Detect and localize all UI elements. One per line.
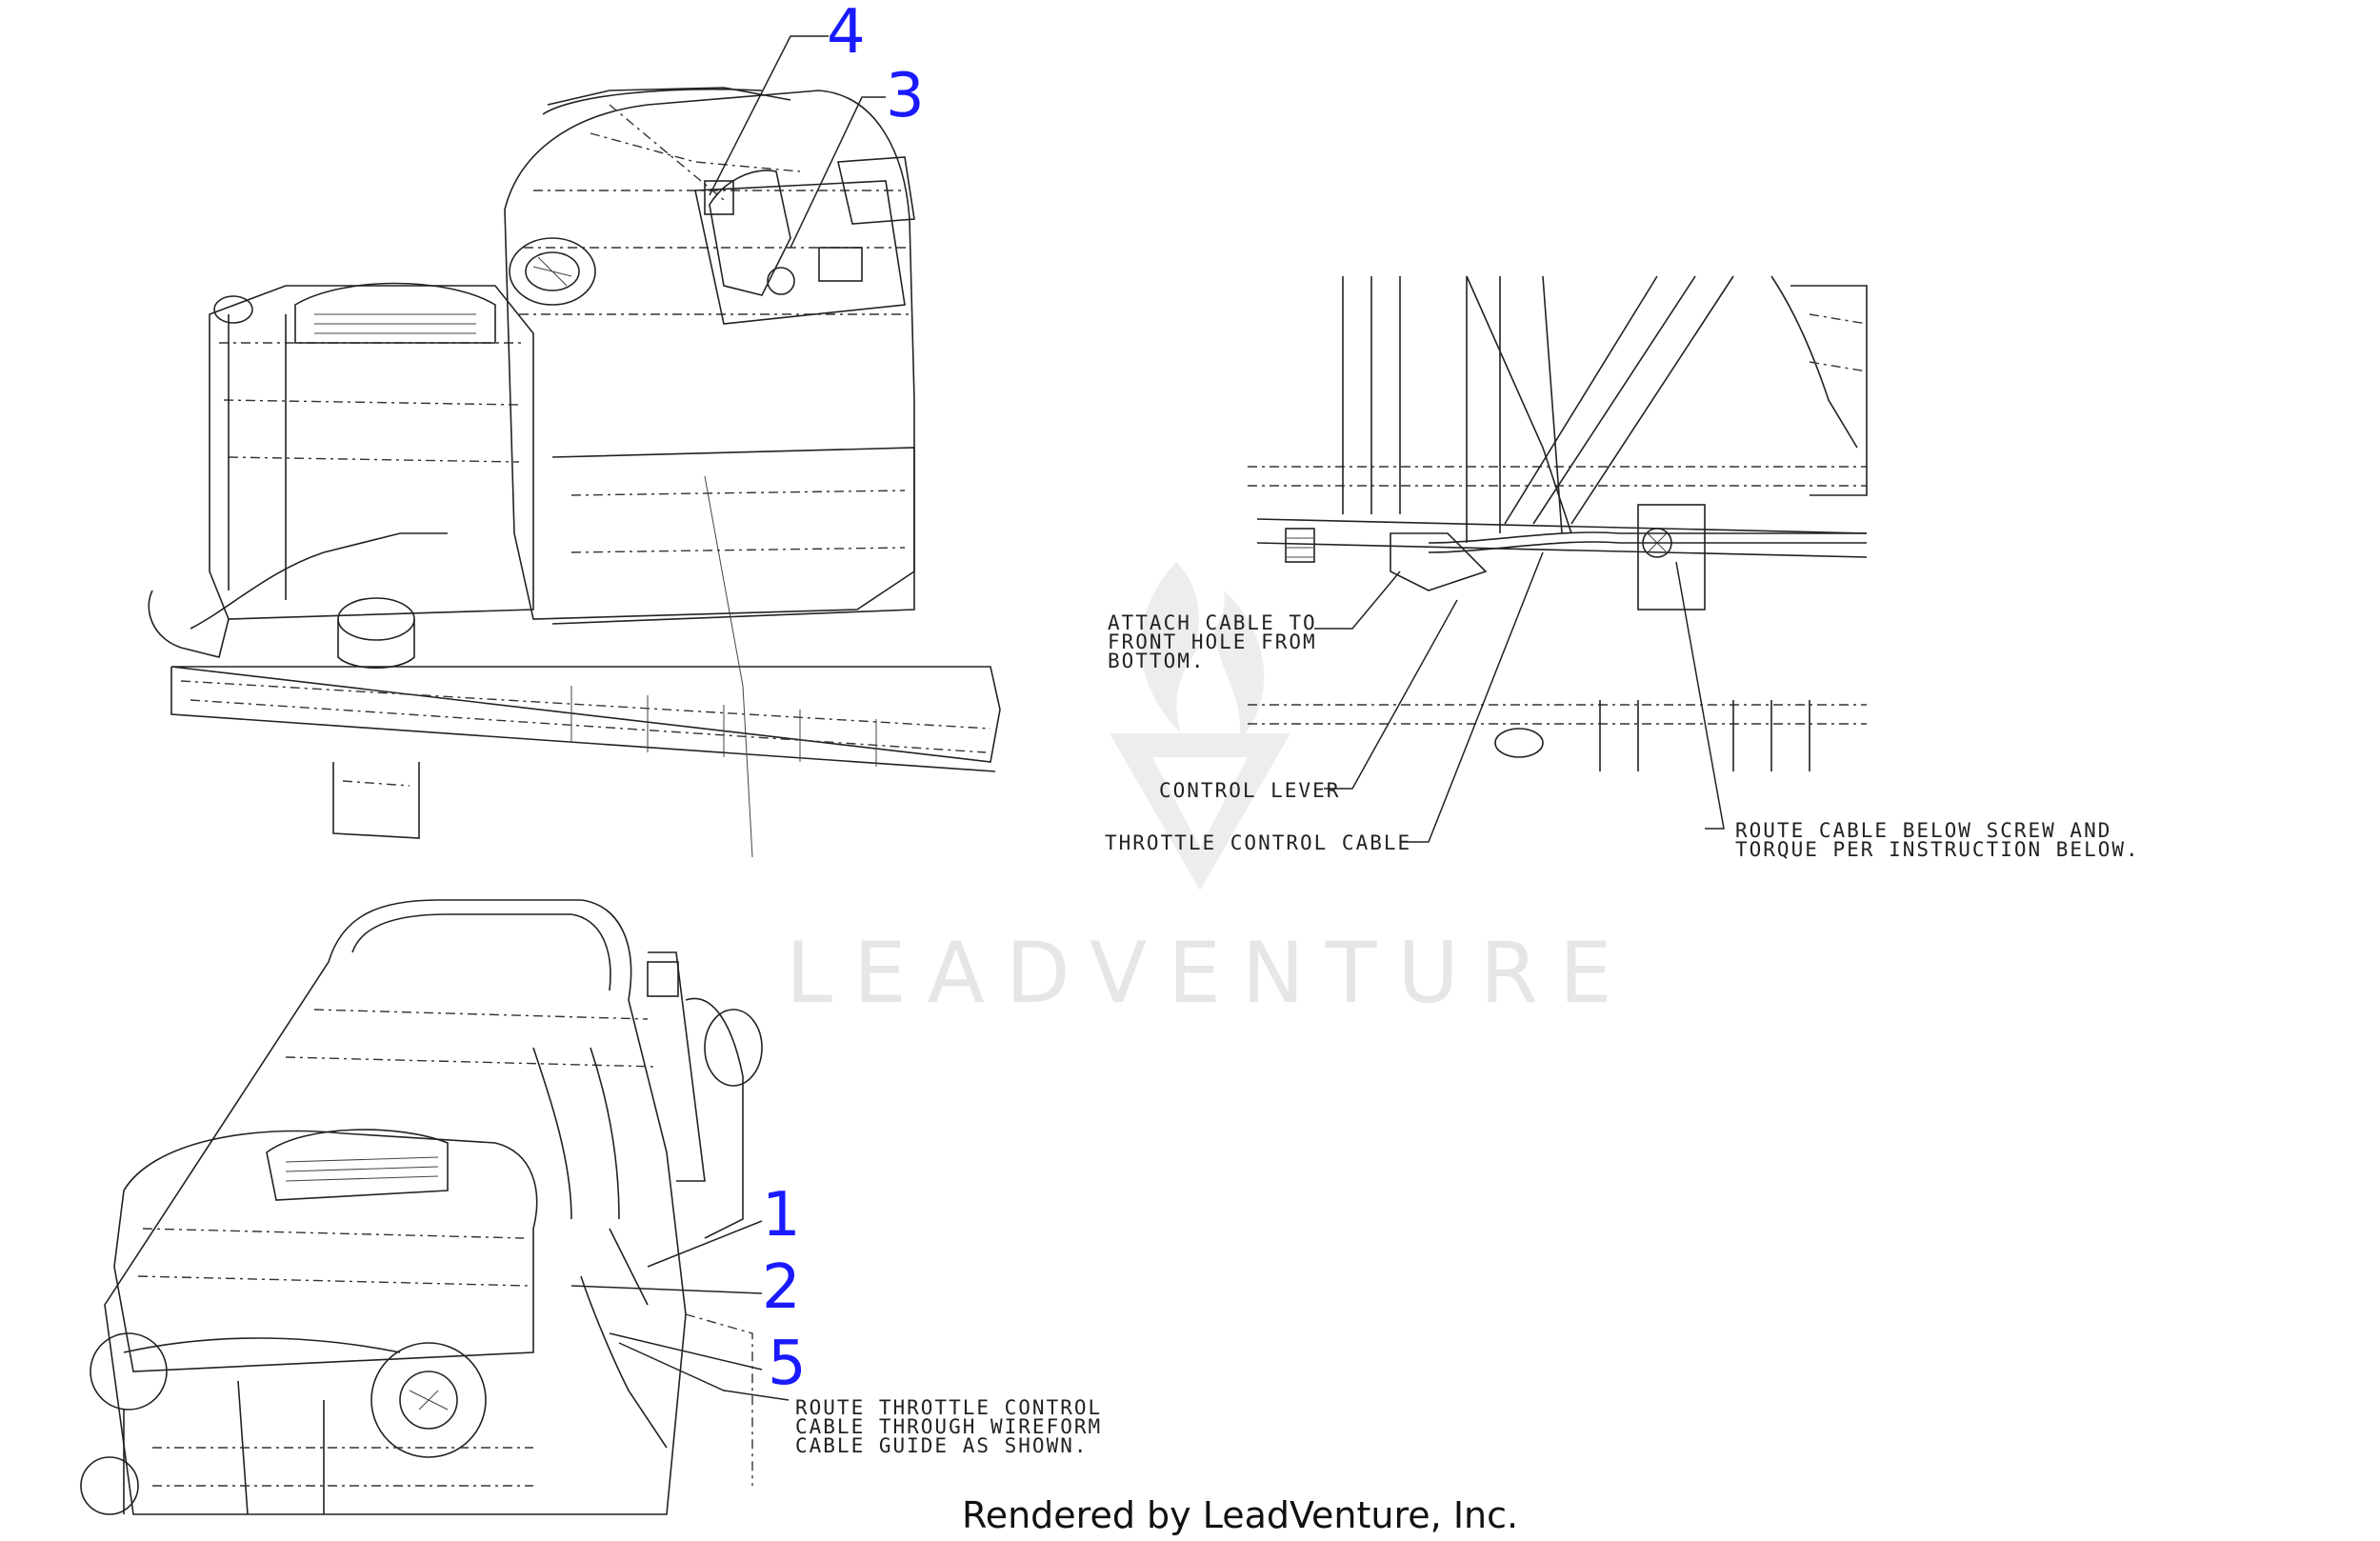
watermark-text: LEADVENTURE — [786, 924, 1633, 1022]
callout-1[interactable]: 1 — [762, 1180, 801, 1251]
note-attach-line2: FRONT HOLE FROM — [1108, 630, 1317, 653]
top-left-view — [148, 87, 1001, 858]
note-route-screw: ROUTE CABLE BELOW SCREW AND TORQUE PER I… — [1735, 819, 2140, 861]
note-route-guide: ROUTE THROTTLE CONTROL CABLE THROUGH WIR… — [795, 1396, 1102, 1457]
callout-2[interactable]: 2 — [762, 1252, 801, 1323]
bottom-left-view — [80, 899, 790, 1515]
watermark-flame-icon — [1140, 562, 1265, 743]
watermark-v-icon — [1110, 733, 1290, 891]
callout-3[interactable]: 3 — [886, 61, 925, 131]
note-route-screw-line1: ROUTE CABLE BELOW SCREW AND — [1735, 819, 2111, 842]
note-attach-line1: ATTACH CABLE TO — [1108, 611, 1317, 634]
callout-5[interactable]: 5 — [768, 1329, 807, 1399]
callout-3-leader — [790, 96, 886, 249]
note-attach-line3: BOTTOM. — [1108, 650, 1206, 672]
note-route-guide-line3: CABLE GUIDE AS SHOWN. — [795, 1434, 1089, 1457]
note-route-guide-line1: ROUTE THROTTLE CONTROL — [795, 1396, 1102, 1419]
watermark: LEADVENTURE — [786, 562, 1633, 1022]
note-attach-cable: ATTACH CABLE TO FRONT HOLE FROM BOTTOM. — [1108, 611, 1317, 672]
note-route-screw-line2: TORQUE PER INSTRUCTION BELOW. — [1735, 838, 2140, 861]
note-throttle-cable: THROTTLE CONTROL CABLE — [1105, 831, 1411, 854]
note-route-guide-line2: CABLE THROUGH WIREFORM — [795, 1415, 1102, 1438]
footer-credit: Rendered by LeadVenture, Inc. — [962, 1494, 1518, 1536]
callout-4[interactable]: 4 — [827, 0, 866, 68]
callout-4-leader — [709, 35, 829, 196]
note-control-lever: CONTROL LEVER — [1159, 779, 1340, 802]
top-right-view — [1248, 275, 1868, 843]
